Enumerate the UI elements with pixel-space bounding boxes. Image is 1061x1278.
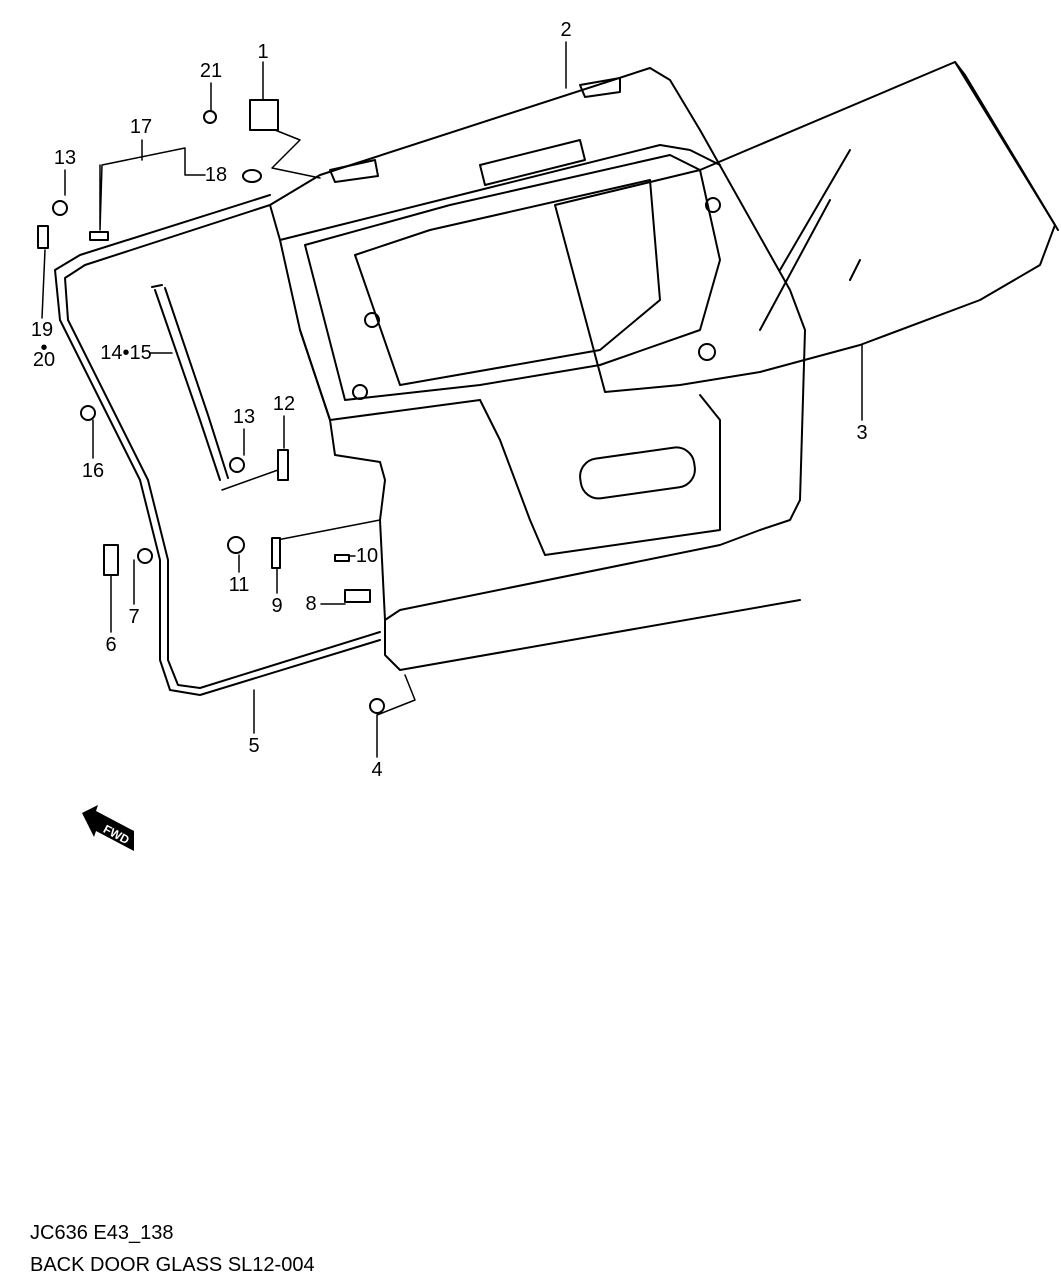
callout-7: 7 [128, 606, 140, 628]
callout-5: 5 [248, 735, 260, 757]
callout-16: 16 [81, 460, 105, 482]
fwd-arrow-icon: FWD [80, 805, 140, 865]
callout-6: 6 [105, 634, 117, 656]
callout-9: 9 [271, 595, 283, 617]
callout-8: 8 [305, 593, 317, 615]
callout-11: 11 [228, 574, 250, 596]
callout-21: 21 [199, 60, 223, 82]
diagram-code: JC636 E43_138 [30, 1222, 174, 1244]
diagram-title: BACK DOOR GLASS SL12-004 [30, 1254, 315, 1276]
weatherstrip [54, 194, 381, 696]
callout-17: 17 [129, 116, 153, 138]
callout-13-lower: 13 [232, 406, 256, 428]
callout-18: 18 [204, 164, 228, 186]
back-door-panel [269, 67, 806, 671]
callout-4: 4 [371, 759, 383, 781]
callout-3: 3 [856, 422, 868, 444]
callout-12: 12 [272, 393, 296, 415]
callout-13-upper: 13 [53, 147, 77, 169]
callout-2: 2 [560, 19, 572, 41]
callout-1: 1 [257, 41, 269, 63]
back-door-damper [151, 284, 229, 481]
back-door-glass [554, 61, 1056, 393]
callout-10: 10 [355, 545, 379, 567]
callout-19: 19 [30, 319, 54, 341]
callout-20: • 20 [32, 337, 56, 371]
fasteners [37, 99, 385, 714]
callout-14-15: 14•15 [100, 342, 152, 364]
leader-lines [41, 41, 863, 758]
